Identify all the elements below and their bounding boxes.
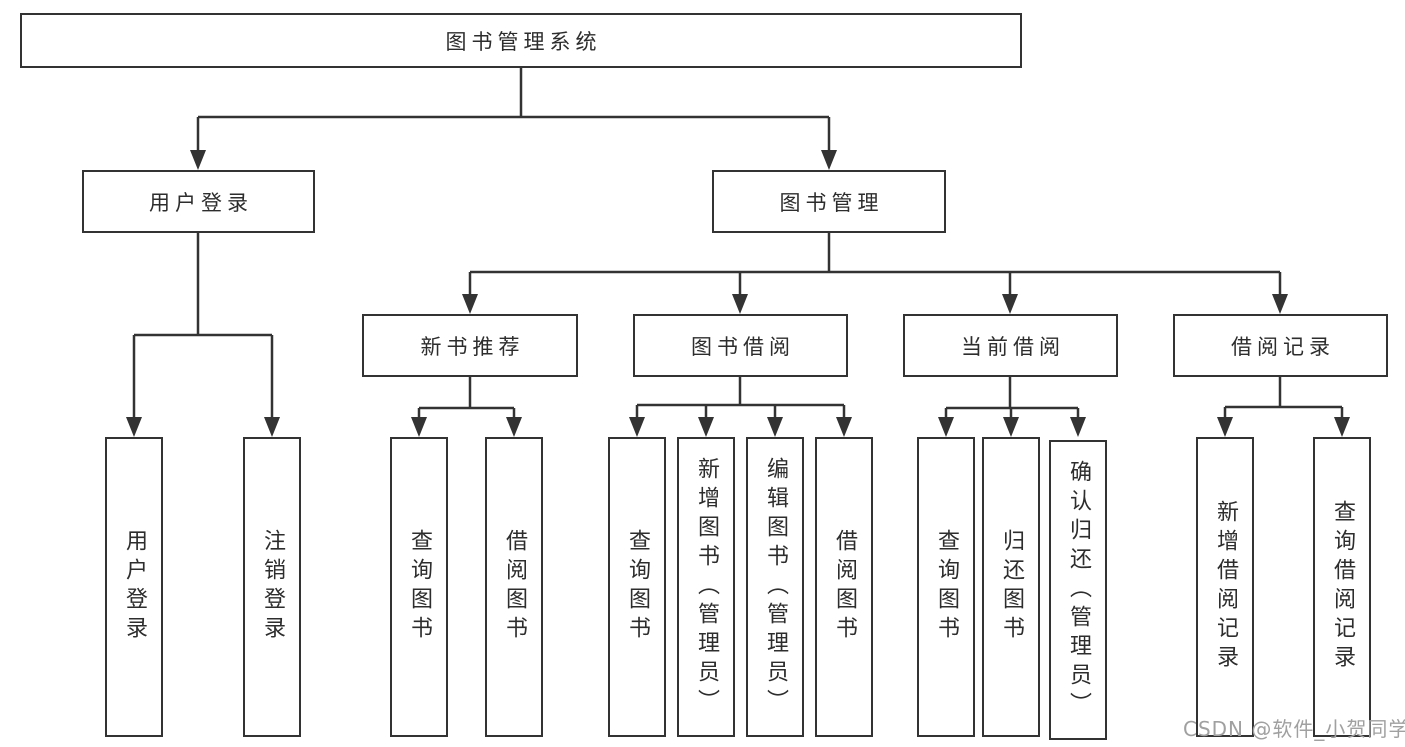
node-label: 用户登录 bbox=[122, 529, 147, 645]
node-label: 编辑图书（管理员） bbox=[763, 456, 788, 718]
node-current-borrowing: 当前借阅 bbox=[903, 314, 1118, 377]
csdn-watermark: CSDN @软件_小贺同学 bbox=[1183, 717, 1405, 741]
node-label: 用户登录 bbox=[149, 190, 253, 215]
node-new-book-recommendation: 新书推荐 bbox=[362, 314, 578, 377]
leaf-borrow-books: 借阅图书 bbox=[815, 437, 873, 737]
leaf-return-books: 归还图书 bbox=[982, 437, 1040, 737]
node-label: 查询图书 bbox=[407, 529, 432, 645]
arrowhead-icons bbox=[126, 150, 1350, 437]
node-label: 借阅记录 bbox=[1231, 334, 1335, 359]
leaf-recommend-borrow-books: 借阅图书 bbox=[485, 437, 543, 737]
node-label: 当前借阅 bbox=[961, 334, 1065, 359]
leaf-add-books-admin: 新增图书（管理员） bbox=[677, 437, 735, 737]
node-label: 查询图书 bbox=[934, 529, 959, 645]
leaf-recommend-query-books: 查询图书 bbox=[390, 437, 448, 737]
node-library-management-system: 图书管理系统 bbox=[20, 13, 1022, 68]
node-label: 确认归还（管理员） bbox=[1066, 459, 1091, 721]
leaf-confirm-return-admin: 确认归还（管理员） bbox=[1049, 440, 1107, 740]
node-label: 图书管理系统 bbox=[445, 29, 602, 54]
node-label: 借阅图书 bbox=[832, 529, 857, 645]
node-label: 查询图书 bbox=[625, 529, 650, 645]
node-label: 图书借阅 bbox=[691, 334, 795, 359]
node-book-management: 图书管理 bbox=[712, 170, 946, 233]
leaf-add-borrowing-record: 新增借阅记录 bbox=[1196, 437, 1254, 737]
leaf-logout: 注销登录 bbox=[243, 437, 301, 737]
node-label: 查询借阅记录 bbox=[1330, 500, 1355, 674]
node-label: 新增借阅记录 bbox=[1213, 500, 1238, 674]
node-label: 图书管理 bbox=[779, 190, 884, 215]
node-label: 新书推荐 bbox=[420, 334, 525, 359]
leaf-user-login: 用户登录 bbox=[105, 437, 163, 737]
node-label: 注销登录 bbox=[260, 529, 285, 645]
leaf-query-borrowing-record: 查询借阅记录 bbox=[1313, 437, 1371, 737]
node-label: 借阅图书 bbox=[502, 529, 527, 645]
leaf-edit-books-admin: 编辑图书（管理员） bbox=[746, 437, 804, 737]
node-label: 新增图书（管理员） bbox=[694, 456, 719, 718]
node-user-login: 用户登录 bbox=[82, 170, 315, 233]
node-label: 归还图书 bbox=[999, 529, 1024, 645]
node-borrowing-records: 借阅记录 bbox=[1173, 314, 1388, 377]
leaf-borrowing-query-books: 查询图书 bbox=[608, 437, 666, 737]
leaf-current-query-books: 查询图书 bbox=[917, 437, 975, 737]
node-book-borrowing: 图书借阅 bbox=[633, 314, 848, 377]
